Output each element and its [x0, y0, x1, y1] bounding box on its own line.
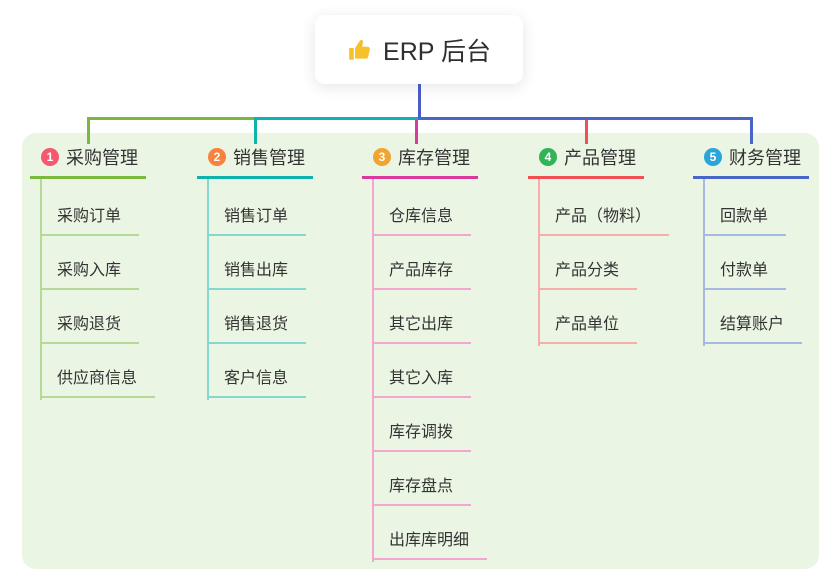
root-node[interactable]: ERP 后台 [315, 15, 523, 84]
child-label: 结算账户 [720, 316, 785, 333]
branch-badge: 1 [41, 148, 59, 166]
root-label: ERP 后台 [383, 37, 491, 66]
child-node[interactable]: 客户信息 [207, 362, 307, 398]
child-label: 仓库信息 [389, 208, 454, 225]
child-node[interactable]: 销售退货 [207, 308, 307, 344]
child-label: 采购退货 [57, 316, 122, 333]
branch-label: 财务管理 [729, 148, 801, 168]
child-node[interactable]: 产品分类 [538, 254, 638, 290]
branch-node-2[interactable]: 2 销售管理 [197, 146, 313, 179]
branch-badge: 3 [373, 148, 391, 166]
child-label: 回款单 [720, 208, 769, 225]
child-label: 其它入库 [389, 370, 454, 387]
child-node[interactable]: 库存调拨 [372, 416, 472, 452]
connector-drop-4 [584, 120, 588, 144]
child-label: 产品（物料） [555, 208, 652, 225]
child-node[interactable]: 销售订单 [207, 200, 307, 236]
branch-badge: 4 [539, 148, 557, 166]
child-label: 销售退货 [224, 316, 289, 333]
connector-root-line [418, 84, 421, 120]
child-label: 采购订单 [57, 208, 122, 225]
branch-label: 产品管理 [564, 148, 636, 168]
child-label: 客户信息 [224, 370, 289, 387]
child-label: 供应商信息 [57, 370, 138, 387]
child-node[interactable]: 供应商信息 [40, 362, 156, 398]
connector-drop-1 [86, 117, 90, 144]
child-label: 付款单 [720, 262, 769, 279]
child-label: 采购入库 [57, 262, 122, 279]
child-node[interactable]: 仓库信息 [372, 200, 472, 236]
child-connector-line [703, 179, 705, 346]
connector-bus-2 [253, 117, 421, 120]
branch-node-5[interactable]: 5 财务管理 [693, 146, 809, 179]
branch-badge: 5 [704, 148, 722, 166]
child-node[interactable]: 销售出库 [207, 254, 307, 290]
branch-badge: 2 [208, 148, 226, 166]
connector-bus-1 [86, 117, 257, 120]
child-node[interactable]: 采购入库 [40, 254, 140, 290]
connector-drop-2 [253, 117, 257, 144]
branch-label: 库存管理 [398, 148, 470, 168]
child-node[interactable]: 出库库明细 [372, 524, 488, 560]
branch-node-3[interactable]: 3 库存管理 [362, 146, 478, 179]
child-node[interactable]: 其它入库 [372, 362, 472, 398]
child-label: 销售出库 [224, 262, 289, 279]
child-node[interactable]: 其它出库 [372, 308, 472, 344]
branch-label: 销售管理 [233, 148, 305, 168]
connector-bus-5 [418, 117, 753, 120]
child-label: 库存盘点 [389, 478, 454, 495]
child-label: 库存调拨 [389, 424, 454, 441]
thumbs-up-icon [349, 39, 370, 60]
child-node[interactable]: 回款单 [703, 200, 787, 236]
child-label: 产品单位 [555, 316, 620, 333]
connector-drop-3 [415, 120, 418, 144]
child-label: 出库库明细 [389, 532, 470, 549]
child-node[interactable]: 产品单位 [538, 308, 638, 344]
child-label: 销售订单 [224, 208, 289, 225]
branch-node-4[interactable]: 4 产品管理 [528, 146, 644, 179]
branch-node-1[interactable]: 1 采购管理 [30, 146, 146, 179]
branch-label: 采购管理 [66, 148, 138, 168]
child-connector-line [372, 179, 374, 562]
child-node[interactable]: 产品库存 [372, 254, 472, 290]
child-node[interactable]: 结算账户 [703, 308, 803, 344]
child-connector-line [538, 179, 540, 346]
connector-drop-5 [749, 117, 753, 144]
child-node[interactable]: 采购订单 [40, 200, 140, 236]
child-label: 产品分类 [555, 262, 620, 279]
child-node[interactable]: 库存盘点 [372, 470, 472, 506]
child-node[interactable]: 产品（物料） [538, 200, 670, 236]
child-label: 其它出库 [389, 316, 454, 333]
group-panel [22, 133, 819, 569]
child-node[interactable]: 采购退货 [40, 308, 140, 344]
child-node[interactable]: 付款单 [703, 254, 787, 290]
child-label: 产品库存 [389, 262, 454, 279]
